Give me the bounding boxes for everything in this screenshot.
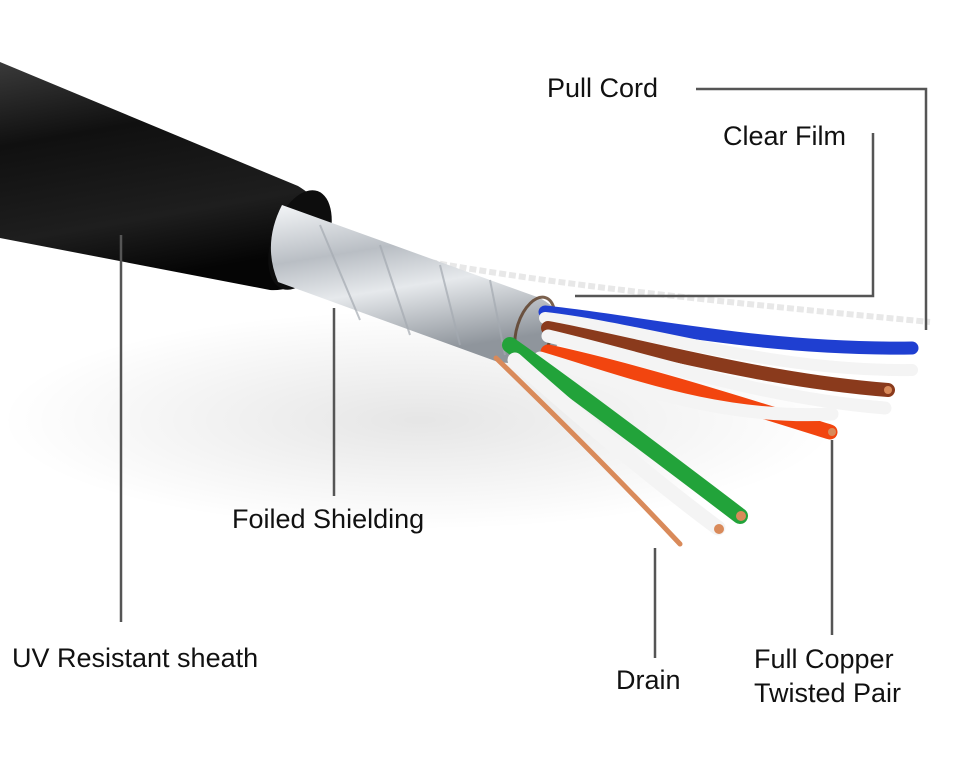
- copper-tip: [884, 386, 892, 394]
- label-drain: Drain: [616, 665, 681, 695]
- green-wire: [502, 337, 748, 524]
- label-clear-film: Clear Film: [723, 121, 847, 151]
- label-uv-sheath: UV Resistant sheath: [12, 643, 259, 673]
- blue-wire: [538, 305, 919, 355]
- brown-wire: [541, 321, 895, 397]
- leader-lines: [119, 87, 928, 658]
- blue-white-wire: [539, 312, 918, 377]
- label-full-copper-line1: Full Copper: [754, 644, 894, 674]
- green-white-wire: [507, 352, 726, 536]
- leader-clear-film: [575, 133, 875, 298]
- label-full-copper: Full Copper Twisted Pair: [754, 642, 901, 710]
- label-pull-cord: Pull Cord: [547, 73, 659, 103]
- leader-pull-cord: [696, 87, 928, 330]
- drain-wire: [493, 355, 683, 547]
- copper-tip: [714, 524, 724, 534]
- label-foiled-shielding: Foiled Shielding: [232, 504, 425, 534]
- uv-sheath: [0, 62, 327, 291]
- orange-white-wire: [533, 351, 839, 422]
- copper-tip: [736, 511, 746, 521]
- foil-shield: [270, 205, 565, 364]
- brown-white-wire: [541, 329, 892, 415]
- pull-cord: [429, 259, 931, 325]
- label-full-copper-line2: Twisted Pair: [754, 678, 902, 708]
- copper-tip: [828, 428, 836, 436]
